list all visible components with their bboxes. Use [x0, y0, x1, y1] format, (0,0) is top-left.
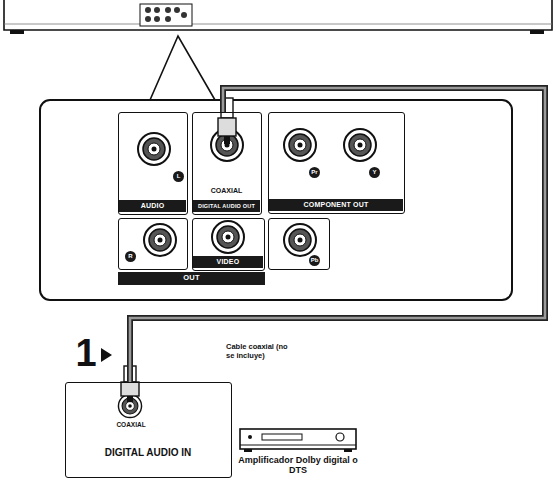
text-label: Amplificador Dolby digital o DTS	[233, 455, 363, 476]
jack-box: Pr Y COMPONENT OUT	[268, 112, 405, 214]
callout-number: 1	[70, 332, 102, 374]
coaxial-cable	[130, 88, 545, 382]
jack-box: COAXIAL DIGITAL AUDIO OUT	[192, 112, 262, 215]
panel-outline	[40, 100, 512, 300]
channel-badge: Pr	[309, 167, 320, 178]
text-label: DIGITAL AUDIO IN	[70, 447, 226, 459]
jack-box: R	[118, 218, 188, 270]
channel-badge: L	[173, 171, 184, 182]
text-label: COAXIAL	[101, 421, 161, 428]
channel-badge: Y	[369, 167, 380, 178]
channel-badge: Pb	[309, 255, 320, 266]
jack-label: VIDEO	[193, 256, 263, 268]
group-label: OUT	[118, 272, 265, 285]
jack-box: Pb	[268, 218, 330, 270]
callout-arrow	[101, 348, 112, 362]
jack-box: L AUDIO	[118, 112, 188, 215]
input-panel: COAXIAL DIGITAL AUDIO IN	[65, 382, 232, 478]
cable-note: Cable coaxial (no se incluye)	[226, 343, 296, 360]
channel-badge: R	[125, 251, 136, 262]
cable-outline	[130, 88, 545, 382]
jack-box: VIDEO	[192, 218, 265, 271]
jack-label: AUDIO	[119, 200, 186, 212]
cable-core	[130, 88, 545, 382]
jack-label: COMPONENT OUT	[269, 199, 403, 211]
amplifier-icon	[240, 429, 356, 452]
jacks	[118, 129, 376, 418]
zoom-lines	[150, 36, 215, 100]
jack-label: DIGITAL AUDIO OUT	[193, 200, 260, 212]
text-label: COAXIAL	[193, 187, 260, 197]
amplifier: Amplificador Dolby digital o DTS	[233, 425, 363, 487]
player-body	[4, 0, 552, 34]
